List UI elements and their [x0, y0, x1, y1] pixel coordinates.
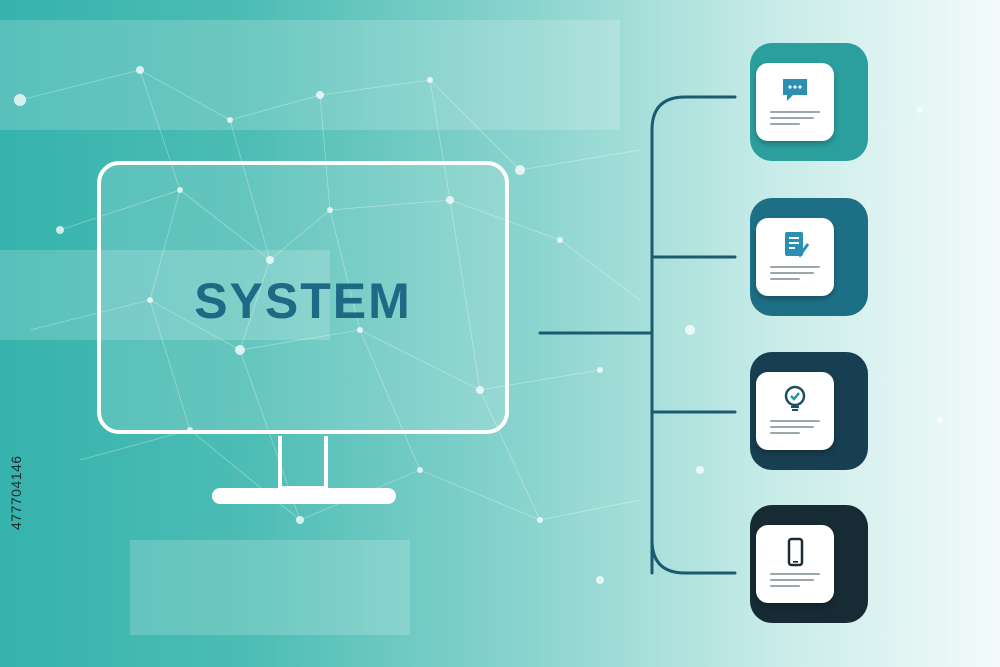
monitor-screen [97, 161, 509, 434]
card-4 [750, 505, 868, 623]
card-1-panel [756, 63, 834, 141]
card-4-panel [756, 525, 834, 603]
document-check-icon [785, 232, 810, 258]
card-2 [750, 198, 868, 316]
card-3-panel [756, 372, 834, 450]
monitor-base [212, 488, 396, 504]
lightbulb-check-icon [784, 385, 806, 411]
card-3 [750, 352, 868, 470]
card-2-panel [756, 218, 834, 296]
card-1 [750, 43, 868, 161]
smartphone-icon [787, 537, 804, 567]
chat-bubble-icon [783, 79, 807, 101]
monitor-title: SYSTEM [194, 273, 412, 329]
